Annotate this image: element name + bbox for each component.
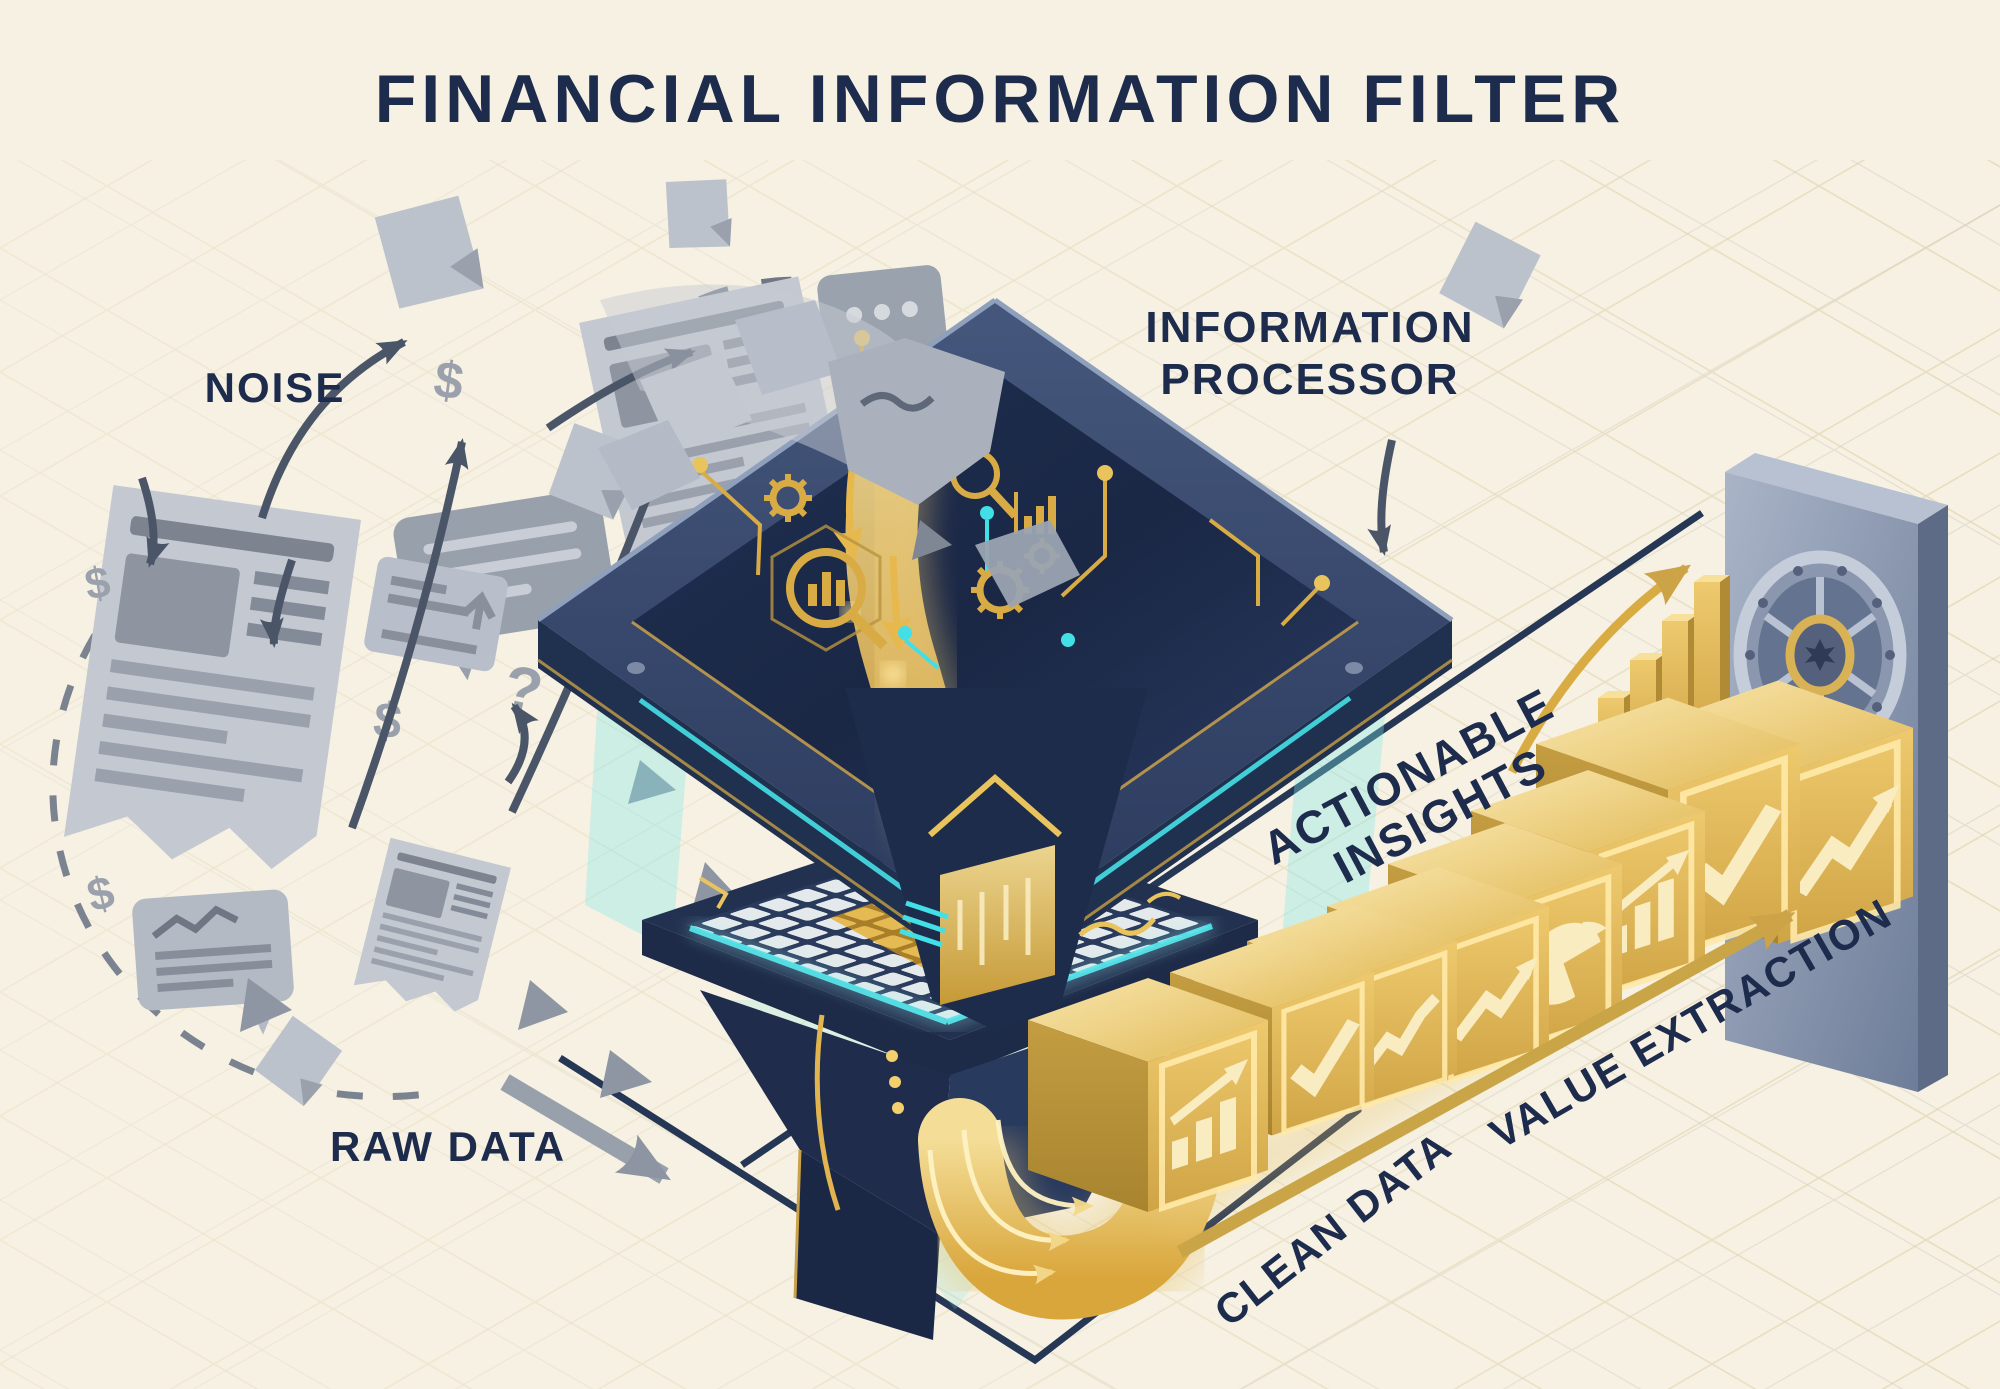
information-processor-funnel xyxy=(536,284,1454,1340)
processor-label-line2: PROCESSOR xyxy=(1160,355,1459,404)
curved-arrow xyxy=(348,438,469,830)
value-extraction-arrow xyxy=(1176,909,1796,1258)
noise-label: NOISE xyxy=(205,364,346,411)
magnifier-chart-icon xyxy=(770,524,888,652)
trend-up-icon xyxy=(1451,956,1538,1042)
cyan-slots xyxy=(899,900,949,948)
growth-arrow xyxy=(1508,564,1691,775)
trend-up-icon xyxy=(1794,784,1900,897)
newspaper xyxy=(62,485,362,879)
bar-chart-icon xyxy=(1169,1059,1248,1170)
gear-icon xyxy=(764,474,812,522)
curved-arrow xyxy=(504,702,539,785)
trend-line-icon xyxy=(1365,993,1440,1066)
curved-arrow xyxy=(1367,439,1396,556)
insight-cube-bar-chart xyxy=(1028,978,1268,1213)
mini-bar-chart-icon xyxy=(1014,492,1056,534)
page-title: FINANCIAL INFORMATION FILTER xyxy=(375,61,1626,137)
processor-label-line1: INFORMATION xyxy=(1145,303,1474,352)
checkmark-icon xyxy=(1290,1019,1360,1098)
flying-paper xyxy=(660,173,736,255)
raw-data-arrow xyxy=(500,1074,671,1184)
paper-scraps xyxy=(240,760,745,1098)
insight-cubes xyxy=(1028,680,1913,1213)
funnel-throat xyxy=(845,688,1148,1032)
curved-arrow xyxy=(259,558,296,648)
dashed-orbit xyxy=(49,633,441,1101)
checkmark-icon xyxy=(1691,804,1782,906)
raw-data-label: RAW DATA xyxy=(330,1123,566,1170)
processor-label: INFORMATION PROCESSOR xyxy=(1145,303,1474,404)
papers-falling-in xyxy=(598,284,1080,608)
curved-arrow xyxy=(138,476,170,568)
curved-arrow xyxy=(258,338,408,520)
